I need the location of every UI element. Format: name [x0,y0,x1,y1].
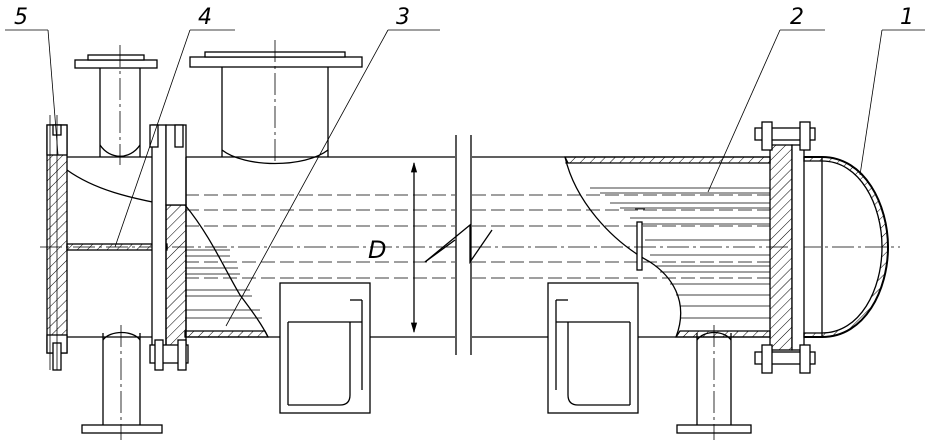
callout-number: 3 [396,5,410,30]
diameter-label: D [368,236,386,264]
callout-4: 4 [114,5,235,248]
callout-2: 2 [707,5,825,193]
right-bottom-nozzle [676,325,752,440]
callout-3: 3 [225,5,440,327]
callout-number: 4 [198,5,212,30]
saddle-left [279,282,371,414]
top-shell-nozzle [189,40,363,165]
tube-bundle [185,187,770,319]
left-top-nozzle [74,45,158,165]
baffle [636,221,643,271]
elliptical-head [803,156,890,338]
saddle-right [547,282,639,414]
left-chamber [46,115,189,371]
left-bottom-nozzle [81,325,163,440]
diameter-dimension: D [368,161,418,334]
break-symbol [424,135,493,355]
callout-number: 1 [900,5,914,30]
right-tubesheet [754,121,816,374]
callout-1: 1 [859,5,925,176]
callout-number: 5 [14,5,28,30]
callout-number: 2 [790,5,804,30]
callout-5: 5 [5,5,59,156]
